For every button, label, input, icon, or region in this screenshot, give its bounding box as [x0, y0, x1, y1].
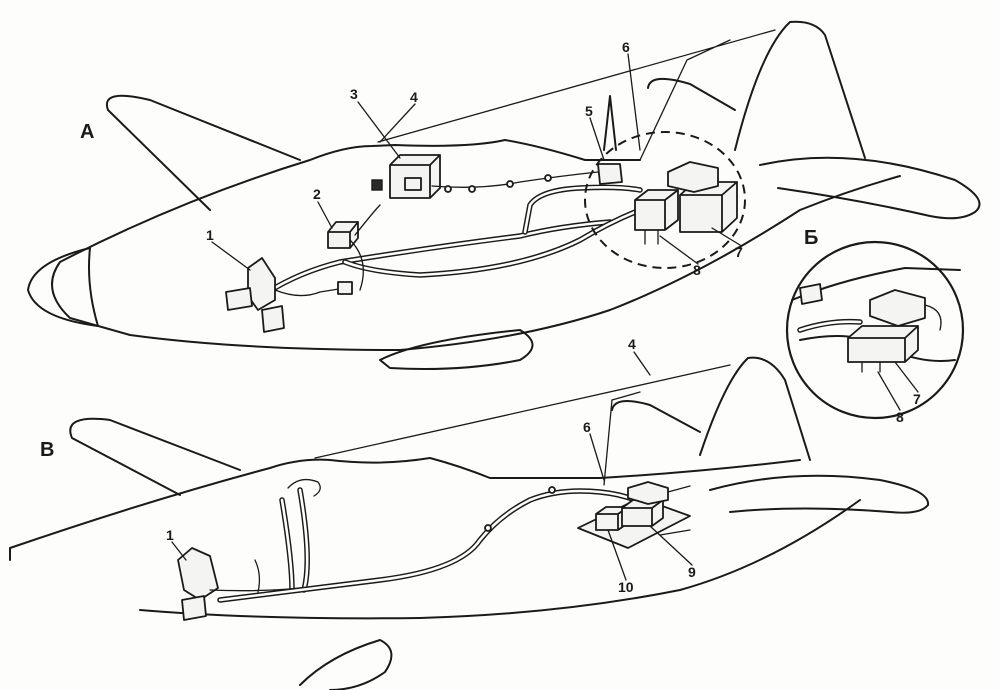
callout-top-1: 1 [206, 227, 214, 243]
view-a-pipe-main [265, 219, 613, 295]
callout-bottom-1: 1 [166, 527, 174, 543]
callout-inset-8: 8 [896, 409, 904, 425]
callout-bottom-6: 6 [583, 419, 591, 435]
view-a-unit-3 [389, 154, 441, 199]
inset-b-unit-8 [869, 289, 926, 327]
view-a-stabilizer [759, 156, 981, 220]
view-v-fin-near [611, 400, 701, 433]
view-a-clip-3 [506, 180, 514, 188]
view-v-unit-9 [621, 499, 664, 527]
callout-top-5: 5 [585, 103, 593, 119]
view-a-lower-wing [379, 329, 534, 370]
view-v-antenna-wire [314, 364, 731, 486]
callout-top-4: 4 [410, 89, 418, 105]
view-v-aircraft [9, 356, 930, 690]
view-a-antenna-wire [377, 29, 776, 161]
view-a-clip-1 [444, 185, 452, 193]
callout-bottom-4: 4 [628, 336, 636, 352]
view-a-detail-circle [584, 131, 746, 269]
view-a-vertical-tail [734, 20, 866, 159]
view-label-v: В [40, 439, 55, 461]
view-label-a: А [80, 121, 95, 143]
view-a-left-wing [105, 94, 301, 211]
view-a-cable-3-mast [431, 171, 599, 188]
callout-top-7: 7 [735, 244, 743, 260]
view-v-vertical-tail [699, 356, 811, 461]
view-a-unit-5 [597, 163, 623, 185]
view-a-unit-8 [634, 189, 679, 231]
view-a-clip-4 [544, 174, 552, 182]
view-v-unit-1 [177, 547, 219, 601]
view-a-fin-near [647, 77, 736, 111]
view-a-clip-2 [468, 185, 476, 193]
view-a-fuselage [51, 139, 901, 351]
view-v-fuselage [9, 457, 861, 620]
view-a-equipment [225, 131, 746, 333]
inset-b-unit-7 [847, 325, 919, 363]
inset-b [785, 240, 965, 420]
view-v-lower-wing [299, 639, 393, 690]
callout-top-2: 2 [313, 186, 321, 202]
callout-inset-7: 7 [913, 391, 921, 407]
view-a-nose-spinner [27, 247, 99, 327]
view-v-equipment [177, 478, 691, 621]
callout-top-3: 3 [350, 86, 358, 102]
callout-bottom-9: 9 [688, 564, 696, 580]
view-a-connector-a [371, 179, 383, 191]
callout-top-6: 6 [622, 39, 630, 55]
callout-bottom-10: 10 [618, 579, 634, 595]
view-a-connector-b [404, 177, 422, 191]
view-label-b: Б [804, 227, 819, 249]
view-a-connector-c [337, 281, 353, 295]
view-v-left-wing [69, 417, 241, 496]
view-v-stabilizer [709, 474, 930, 514]
view-a-antenna-mast [603, 95, 617, 151]
view-a-pipe-lower [342, 207, 643, 278]
callout-top-8: 8 [693, 262, 701, 278]
